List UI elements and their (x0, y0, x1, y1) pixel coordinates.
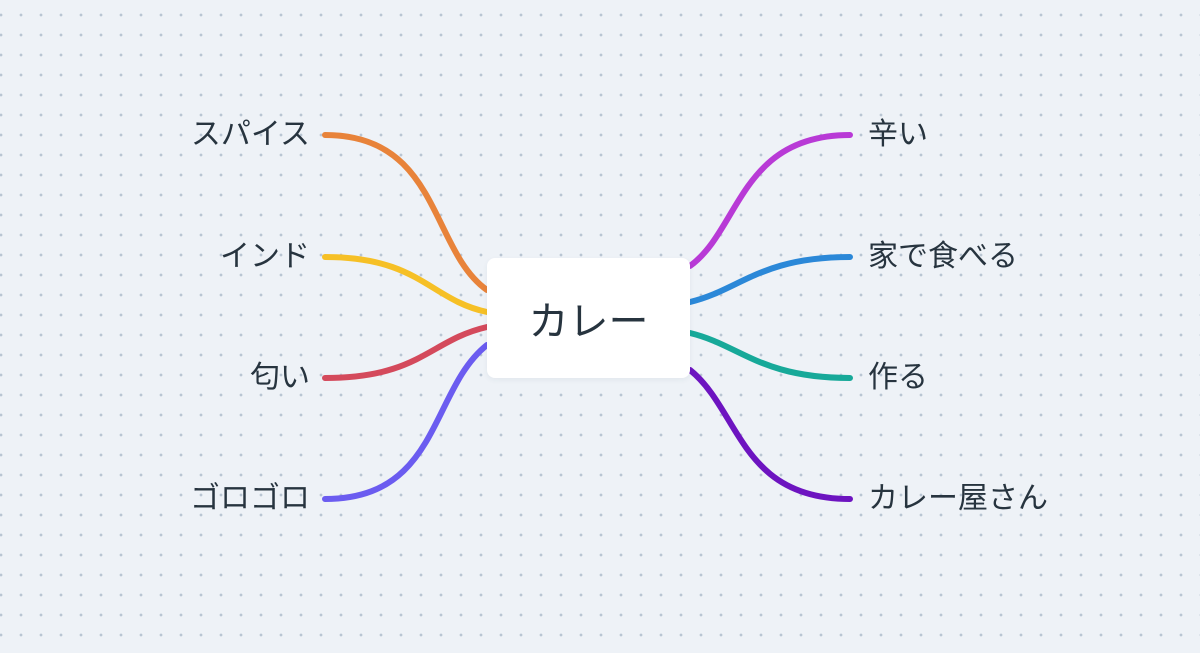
connector-right-2 (687, 330, 853, 381)
branch-node-india[interactable]: インド (220, 239, 310, 274)
central-topic-label: カレー (528, 299, 649, 345)
connector-left-0 (322, 132, 490, 293)
branch-node-smell[interactable]: 匂い (250, 360, 310, 395)
branch-node-eat-at-home[interactable]: 家で食べる (868, 239, 1018, 274)
connector-right-0 (687, 132, 853, 269)
connector-right-3 (687, 367, 853, 502)
branch-node-spicy[interactable]: 辛い (868, 117, 928, 152)
branch-node-curry-shop[interactable]: カレー屋さん (868, 481, 1048, 516)
branch-node-gorogoro[interactable]: ゴロゴロ (190, 481, 310, 516)
connector-left-1 (322, 254, 490, 315)
central-topic-node[interactable]: カレー (487, 258, 690, 378)
connector-right-1 (687, 254, 853, 305)
branch-node-make[interactable]: 作る (868, 360, 928, 395)
connector-left-3 (322, 342, 490, 502)
connector-left-2 (322, 324, 490, 381)
branch-node-spice[interactable]: スパイス (190, 117, 310, 152)
